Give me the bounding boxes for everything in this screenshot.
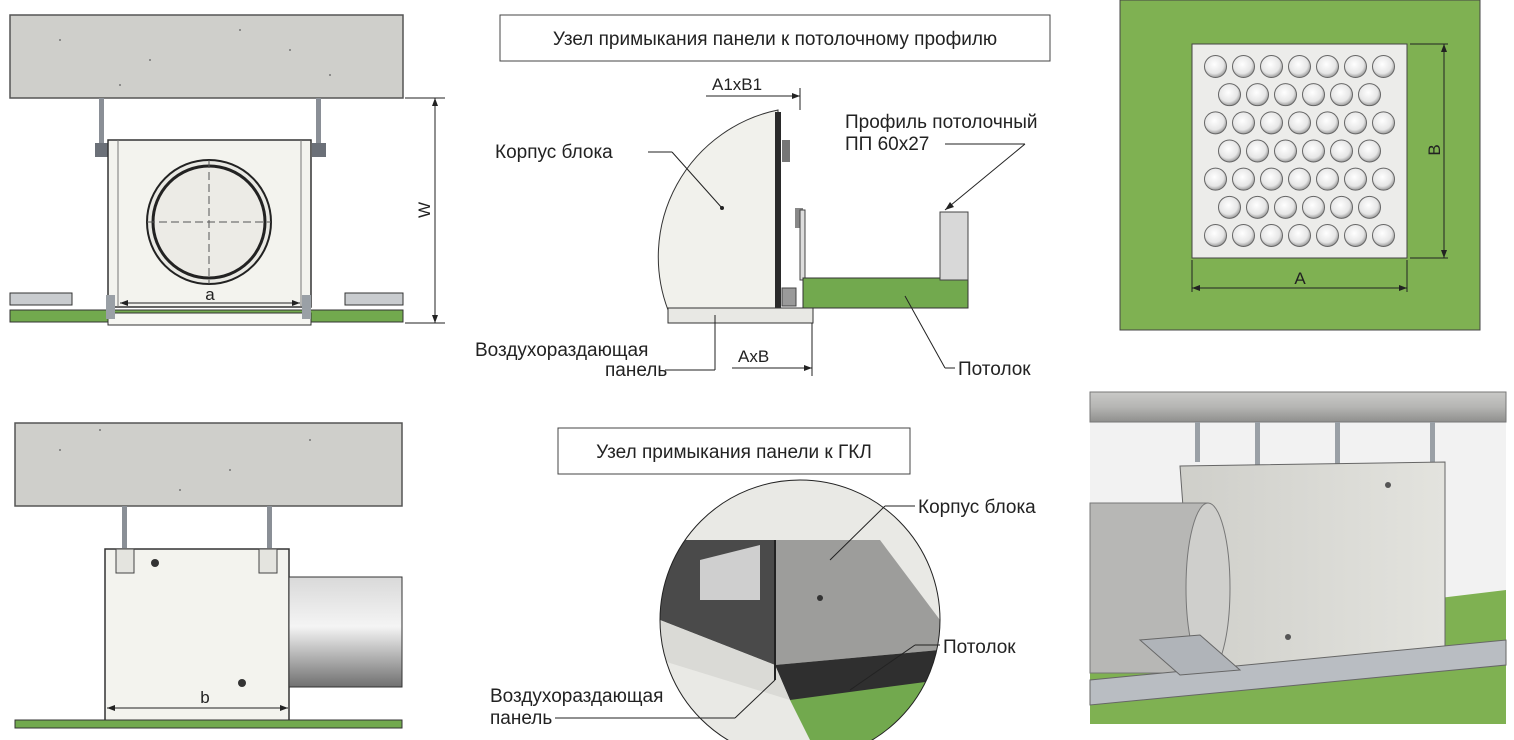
- diffuser-panel: [107, 312, 312, 326]
- concrete-slab-3d: [1089, 391, 1507, 423]
- nozzle: [1316, 111, 1339, 135]
- nozzle: [1218, 139, 1241, 163]
- nozzle: [1302, 83, 1325, 107]
- nozzle: [1288, 111, 1311, 135]
- nozzle: [1372, 167, 1395, 191]
- nozzle: [1260, 55, 1283, 79]
- front-view-bottom: b: [14, 422, 403, 729]
- nozzle: [1288, 223, 1311, 247]
- unit-body: [104, 548, 290, 724]
- nozzle: [1358, 195, 1381, 219]
- nozzle: [1246, 83, 1269, 107]
- callout-profile-line1: Профиль потолочный: [845, 112, 1038, 133]
- nozzle: [1274, 139, 1297, 163]
- nozzle: [1232, 167, 1255, 191]
- nozzle: [1358, 139, 1381, 163]
- callout-ceiling: Потолок: [958, 359, 1031, 380]
- duct: [288, 576, 403, 688]
- unit-body-section: [657, 109, 779, 311]
- nozzle: [1316, 223, 1339, 247]
- nozzle: [1232, 55, 1255, 79]
- hanger-rod: [267, 506, 272, 548]
- hanger-rod: [122, 506, 127, 548]
- nozzle: [1302, 195, 1325, 219]
- panel-plan-view: A B: [1119, 0, 1481, 331]
- nozzle: [1204, 223, 1227, 247]
- nozzle: [1372, 55, 1395, 79]
- hanger-rod: [99, 98, 104, 146]
- front-view-top: a W: [9, 14, 445, 326]
- detail-gkl-title: Узел примыкания панели к ГКЛ: [596, 442, 872, 463]
- nozzle: [1316, 167, 1339, 191]
- nozzle: [1330, 139, 1353, 163]
- dim-b-label: b: [200, 688, 209, 707]
- nozzle: [1344, 55, 1367, 79]
- nozzle: [1288, 55, 1311, 79]
- nozzle: [1330, 195, 1353, 219]
- nozzle-grid: [1204, 55, 1395, 247]
- gkl-callout-ceiling: Потолок: [943, 637, 1016, 658]
- ceiling: [14, 719, 403, 729]
- nozzle: [1218, 83, 1241, 107]
- dim-a1xb1: A1xB1: [712, 75, 762, 94]
- nozzle: [1246, 139, 1269, 163]
- detail-profile-title-box: [499, 14, 1051, 62]
- nozzle: [1204, 167, 1227, 191]
- dim-a-label: a: [205, 285, 215, 304]
- dim-a-plan-label: A: [1294, 269, 1306, 288]
- nozzle: [1344, 223, 1367, 247]
- nozzle: [1218, 195, 1241, 219]
- nozzle: [1232, 223, 1255, 247]
- nozzle: [1358, 83, 1381, 107]
- nozzle: [1344, 167, 1367, 191]
- nozzle: [1330, 83, 1353, 107]
- nozzle: [1274, 195, 1297, 219]
- detail-gkl: Узел примыкания панели к ГКЛ Корпус блок…: [490, 427, 1036, 740]
- gkl-callout-panel-line2: панель: [490, 708, 552, 729]
- nozzle: [1344, 111, 1367, 135]
- nozzle: [1204, 111, 1227, 135]
- concrete-slab: [9, 14, 404, 99]
- nozzle: [1372, 223, 1395, 247]
- panel-section: [667, 307, 814, 324]
- detail-profile: Узел примыкания панели к потолочному про…: [475, 14, 1051, 381]
- render-3d: [1089, 391, 1507, 724]
- dim-axb: AxB: [738, 347, 769, 366]
- dim-b-plan-label: B: [1425, 144, 1444, 155]
- callout-panel-line1: Воздухораздающая: [475, 340, 648, 361]
- nozzle: [1302, 139, 1325, 163]
- nozzle: [1372, 111, 1395, 135]
- gkl-callout-body: Корпус блока: [918, 497, 1036, 518]
- hanger-rod: [316, 98, 321, 146]
- dim-w-label: W: [415, 202, 434, 218]
- concrete-slab: [14, 422, 403, 507]
- nozzle: [1246, 195, 1269, 219]
- nozzle: [1274, 83, 1297, 107]
- callout-body: Корпус блока: [495, 142, 613, 163]
- gkl-callout-panel-line1: Воздухораздающая: [490, 686, 663, 707]
- detail-gkl-title-box: [557, 427, 911, 475]
- nozzle: [1204, 55, 1227, 79]
- detail-profile-title: Узел примыкания панели к потолочному про…: [553, 29, 997, 50]
- callout-panel-line2: панель: [605, 360, 667, 381]
- nozzle: [1288, 167, 1311, 191]
- ceiling-section: [802, 277, 969, 309]
- nozzle: [1232, 111, 1255, 135]
- callout-profile-line2: ПП 60x27: [845, 134, 929, 155]
- nozzle: [1260, 223, 1283, 247]
- nozzle: [1260, 167, 1283, 191]
- nozzle: [1260, 111, 1283, 135]
- nozzle: [1316, 55, 1339, 79]
